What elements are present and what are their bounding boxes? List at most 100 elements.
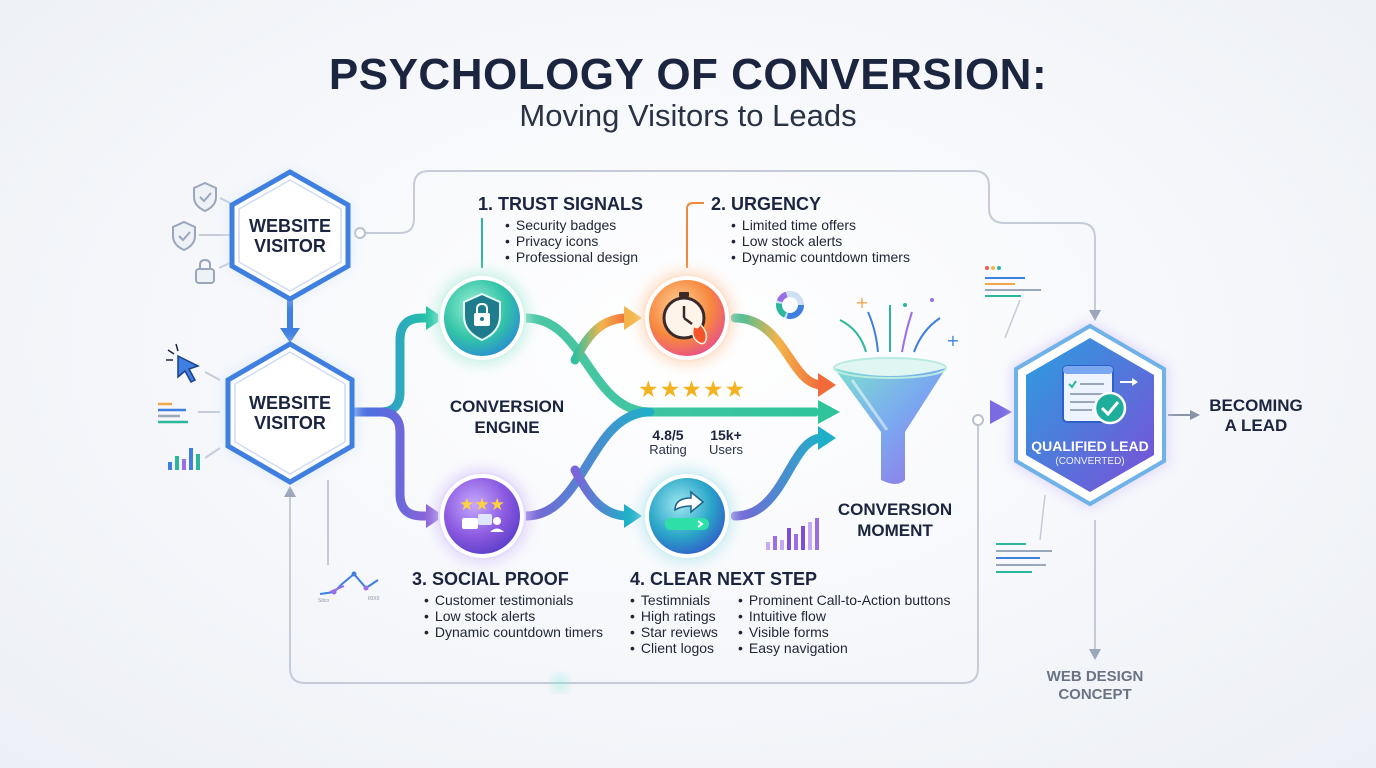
social-heading: 3. SOCIAL PROOF (412, 569, 569, 589)
icon-connector (204, 447, 221, 459)
next-step-list-right: Prominent Call-to-Action buttons Intuiti… (738, 592, 951, 656)
text-lines-icon (996, 543, 1052, 573)
next-step-item: Star reviews (630, 624, 718, 640)
next-step-list-left: Testimnials High ratings Star reviews Cl… (630, 592, 718, 656)
web-design-concept-label: WEB DESIGN CONCEPT (1030, 668, 1160, 704)
arrowhead (990, 400, 1012, 424)
funnel-icon (833, 357, 947, 484)
visitor-main-hexagon (223, 340, 357, 486)
bar-chart-icon (168, 448, 200, 470)
becoming-line1: BECOMING (1209, 396, 1303, 415)
lead-sub-label: (CONVERTED) (1055, 456, 1125, 467)
becoming-line2: A LEAD (1224, 416, 1288, 435)
becoming-lead-label: BECOMING A LEAD (1200, 396, 1312, 436)
frame-dot (354, 227, 366, 239)
icon-connector (1039, 494, 1046, 541)
social-item: Customer testimonials (424, 592, 603, 608)
mini-line-chart (319, 571, 379, 595)
visitor-connector-arrow (280, 328, 300, 343)
bar-chart-icon (766, 518, 819, 550)
page-title: PSYCHOLOGY OF CONVERSION: (328, 50, 1048, 99)
users-value: 15k+ (710, 427, 742, 443)
engine-line2: ENGINE (474, 418, 540, 437)
users-label: Users (709, 442, 743, 457)
next-step-item: High ratings (630, 608, 718, 624)
next-step-item: Testimnials (630, 592, 718, 608)
trust-heading: 1. TRUST SIGNALS (478, 194, 644, 214)
lead-label: QUALIFIED LEAD (1031, 438, 1149, 454)
conversion-engine-label: CONVERSION ENGINE (432, 396, 582, 438)
lock-icon (195, 258, 215, 284)
shield-lock-icon (463, 292, 501, 342)
lead-out-arrowhead (1190, 410, 1200, 420)
trust-item: Professional design (505, 249, 638, 265)
reviews-icon: ★★★ (459, 495, 505, 532)
trust-list: Security badges Privacy icons Profession… (505, 217, 638, 265)
visitor-top-label: WEBSITE VISITOR (240, 216, 340, 256)
rating-stars: ★★★★★ (638, 377, 747, 403)
frame-glow (553, 676, 567, 690)
donut-icon (776, 291, 804, 319)
shield-check-icon (193, 181, 217, 213)
frame-arrowhead-lead (1089, 310, 1101, 321)
conversion-moment-label: CONVERSION MOMENT (820, 499, 970, 541)
arrowhead (818, 426, 836, 450)
frame-arrowhead-concept (1089, 649, 1101, 660)
arrowhead (624, 504, 642, 528)
urgency-callout-line (686, 202, 704, 268)
engine-line1: CONVERSION (449, 397, 565, 416)
frame-arrowhead-return (284, 486, 296, 497)
funnel-inflow (839, 305, 941, 353)
cta-arrow-icon (665, 490, 709, 530)
visitor-main-label: WEBSITE VISITOR (240, 393, 340, 433)
urgency-item: Dynamic countdown timers (731, 249, 910, 265)
mini-chart-label-right: Il0X0 (368, 596, 380, 602)
urgency-item: Limited time offers (731, 217, 910, 233)
sparkle-dot (930, 298, 934, 302)
form-check-icon (1062, 365, 1138, 425)
sparkle-dot (903, 303, 907, 307)
social-item: Dynamic countdown timers (424, 624, 603, 640)
stopwatch-fire-icon (662, 292, 708, 345)
next-step-item: Visible forms (738, 624, 950, 640)
branch-paths (347, 313, 997, 521)
visitor-main-line2: VISITOR (254, 413, 326, 433)
moment-line1: CONVERSION (837, 500, 953, 519)
arrowhead (624, 306, 642, 330)
concept-line1: WEB DESIGN (1046, 668, 1144, 685)
text-lines-icon (985, 266, 1041, 297)
moment-line2: MOMENT (857, 521, 933, 540)
visitor-top-line1: WEBSITE (248, 216, 331, 236)
text-lines-icon (158, 402, 188, 424)
mini-chart-label-left: Sitco (318, 598, 330, 604)
shield-check-icon (172, 220, 196, 252)
page-subtitle: Moving Visitors to Leads (519, 98, 857, 133)
social-item: Low stock alerts (424, 608, 603, 624)
arrowhead (818, 400, 840, 424)
visitor-top-line2: VISITOR (254, 236, 326, 256)
next-step-item: Intuitive flow (738, 608, 950, 624)
rating-label: Rating (649, 442, 687, 457)
trust-item: Security badges (505, 217, 638, 233)
frame-lines (289, 170, 1096, 684)
next-step-item: Prominent Call-to-Action buttons (738, 592, 951, 608)
next-step-node (639, 468, 735, 564)
trust-item: Privacy icons (505, 233, 638, 249)
sparkle-icon: + (946, 331, 959, 350)
icon-connector (204, 371, 221, 381)
urgency-list: Limited time offers Low stock alerts Dyn… (731, 217, 910, 265)
urgency-heading: 2. URGENCY (711, 194, 822, 214)
next-step-item: Client logos (630, 640, 718, 656)
cursor-icon (166, 343, 200, 383)
next-step-heading: 4. CLEAR NEXT STEP (630, 569, 818, 589)
urgency-item: Low stock alerts (731, 233, 910, 249)
visitor-top-hexagon (228, 168, 352, 303)
concept-line2: CONCEPT (1058, 686, 1132, 703)
social-list: Customer testimonials Low stock alerts D… (424, 592, 603, 640)
visitor-main-line1: WEBSITE (248, 393, 331, 413)
next-step-item: Easy navigation (738, 640, 950, 656)
rating-value: 4.8/5 (652, 427, 684, 443)
icon-connector (1004, 299, 1021, 339)
